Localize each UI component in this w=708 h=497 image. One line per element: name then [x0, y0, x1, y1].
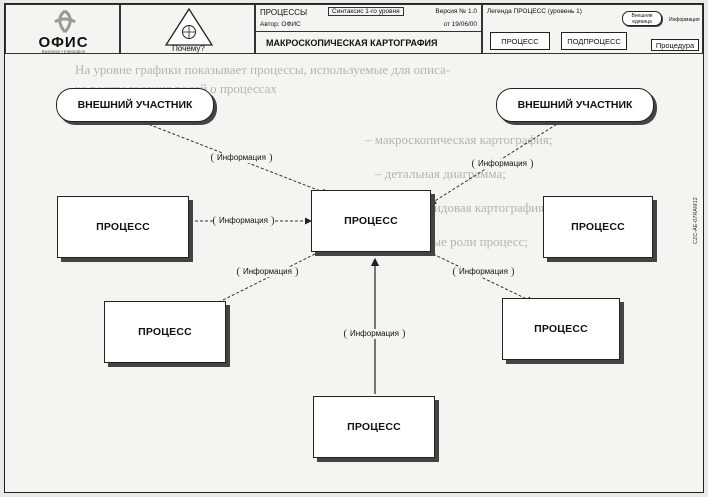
legend-cell: Легенда ПРОЦЕСС (уровень 1) Внешняя един… — [482, 4, 703, 54]
author-label: Автор: ОФИС — [260, 21, 301, 28]
background-text-3: – макроскопическая картография; — [365, 132, 553, 147]
connector-center-bottom-right — [432, 253, 534, 303]
process-bottom[interactable]: ПРОЦЕСС — [313, 396, 435, 458]
external-participant-right[interactable]: ВНЕШНИЙ УЧАСТНИК — [496, 88, 654, 122]
flow-connectors — [134, 118, 566, 394]
external-participant-left[interactable]: ВНЕШНИЙ УЧАСТНИК — [56, 88, 214, 122]
legend-title: Легенда ПРОЦЕСС (уровень 1) — [487, 8, 582, 15]
legend-process-button[interactable]: ПРОЦЕСС — [490, 32, 550, 50]
connector-ext-right-center — [429, 118, 566, 205]
why-label: Почему? — [172, 44, 205, 53]
header-info-cell: ПРОЦЕССЫ Синтаксис 1-го уровня Версия № … — [255, 4, 482, 54]
diagram-sheet: На уровне графики показывает процессы, и… — [4, 3, 704, 493]
legend-subprocess-button[interactable]: ПОДПРОЦЕСС — [561, 32, 627, 50]
process-title: ПРОЦЕССЫ — [260, 8, 308, 17]
map-title: МАКРОСКОПИЧЕСКАЯ КАРТОГРАФИЯ — [256, 31, 481, 53]
process-bottom-right-label: ПРОЦЕСС — [534, 323, 588, 335]
legend-external-label: Внешняя единица — [631, 13, 653, 25]
process-left-label: ПРОЦЕСС — [96, 221, 150, 233]
legend-process-label: ПРОЦЕСС — [501, 36, 539, 46]
warning-triangle-icon — [164, 7, 214, 46]
process-bottom-left-label: ПРОЦЕСС — [138, 326, 192, 338]
background-text-1: На уровне графики показывает процессы, и… — [75, 62, 451, 77]
flow-label-bottom-center: Информация — [344, 329, 405, 339]
version-label: Версия № 1.0 — [435, 8, 477, 15]
process-bottom-label: ПРОЦЕСС — [347, 421, 401, 433]
flow-label-center-bottom-right: Информация — [453, 267, 514, 277]
process-left[interactable]: ПРОЦЕСС — [57, 196, 189, 258]
connector-center-bottom-left — [206, 253, 316, 309]
logo-name: ОФИС — [38, 34, 89, 51]
logo-cell: ОФИС Business • Integration — [5, 4, 120, 54]
process-center-label: ПРОЦЕСС — [344, 215, 398, 227]
flow-label-center-bottom-left: Информация — [237, 267, 298, 277]
process-right-label: ПРОЦЕСС — [571, 221, 625, 233]
legend-procedure-button[interactable]: Процедура — [651, 39, 699, 51]
legend-external-unit[interactable]: Внешняя единица — [622, 11, 662, 26]
legend-flow-label: Информация — [669, 17, 700, 23]
process-right[interactable]: ПРОЦЕСС — [543, 196, 653, 258]
logo-tagline: Business • Integration — [41, 49, 86, 54]
flow-label-ext-left-center: Информация — [211, 153, 272, 163]
process-bottom-right[interactable]: ПРОЦЕСС — [502, 298, 620, 360]
logo-icon — [54, 9, 76, 33]
legend-procedure-label: Процедура — [655, 40, 695, 50]
why-cell[interactable]: Почему? — [120, 4, 255, 54]
connector-ext-left-center — [134, 118, 329, 196]
background-text-4: – детальная диаграмма; — [375, 166, 506, 181]
date-label: от 19/06/00 — [443, 21, 477, 28]
flow-label-ext-right-center: Информация — [472, 159, 533, 169]
external-participant-left-label: ВНЕШНИЙ УЧАСТНИК — [77, 99, 193, 111]
legend-subprocess-label: ПОДПРОЦЕСС — [567, 36, 621, 46]
process-center[interactable]: ПРОЦЕСС — [311, 190, 431, 252]
syntax-label: Синтаксис 1-го уровня — [328, 7, 404, 16]
external-participant-right-label: ВНЕШНИЙ УЧАСТНИК — [517, 99, 633, 111]
flow-label-left-center: Информация — [213, 216, 274, 226]
process-bottom-left[interactable]: ПРОЦЕСС — [104, 301, 226, 363]
